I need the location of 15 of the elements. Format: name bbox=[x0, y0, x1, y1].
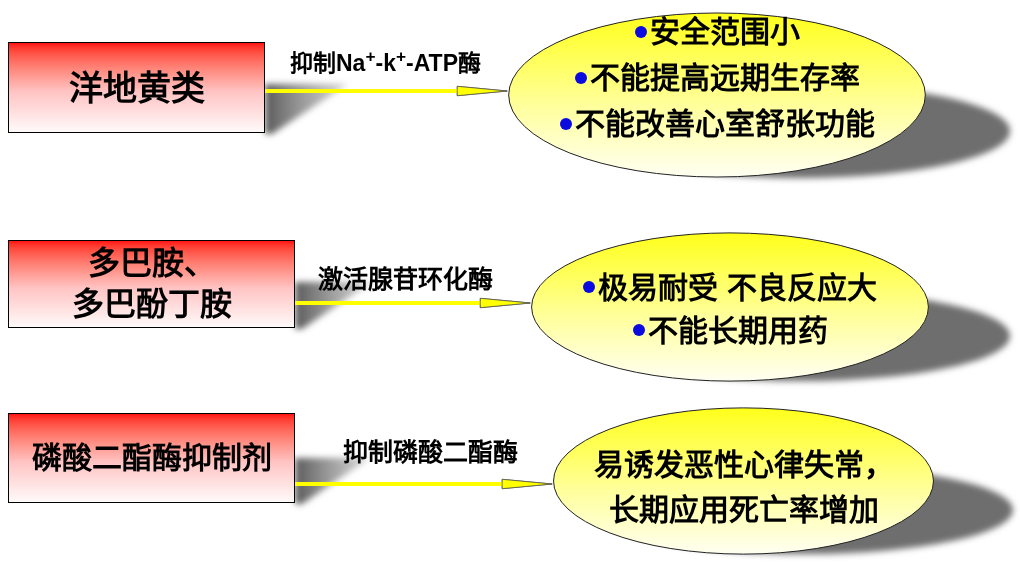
effect-text: 极易耐受 不良反应大 bbox=[598, 269, 877, 306]
effect-text: 易诱发恶性心律失常，长期应用死亡率增加 bbox=[592, 447, 895, 528]
effect-text: 安全范围小 bbox=[649, 14, 800, 50]
effect-text: 不能提高远期生存率 bbox=[589, 60, 860, 96]
effect-ellipse bbox=[530, 232, 930, 382]
drug-name: 洋地黄类 bbox=[68, 67, 205, 109]
edge-label: 激活腺苷环化酶 bbox=[318, 264, 493, 295]
effect-ellipse bbox=[552, 407, 935, 555]
drug-name: 磷酸二酯酶抑制剂 bbox=[31, 440, 272, 476]
drug-name: 多巴胺、多巴酚丁胺 bbox=[70, 244, 233, 324]
edge-label: 抑制磷酸二酯酶 bbox=[343, 437, 518, 468]
effect-text: 不能改善心室舒张功能 bbox=[574, 106, 875, 142]
effect-text: 不能长期用药 bbox=[647, 312, 828, 349]
edge-label: 抑制Na$^{+}$-k$^{+}$-ATP酶 bbox=[290, 46, 481, 78]
effect-ellipse bbox=[507, 12, 927, 178]
